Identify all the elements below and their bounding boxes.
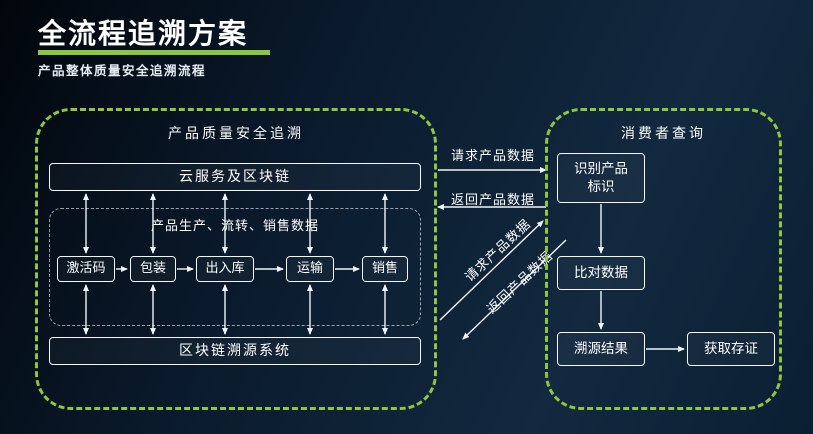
step-warehouse: 出入库 <box>196 256 254 282</box>
production-data-group: 产品生产、流转、销售数据 激活码 包装 出入库 运输 销售 <box>49 208 421 326</box>
cloud-blockchain-box: 云服务及区块链 <box>49 163 421 191</box>
page-title: 全流程追溯方案 <box>38 17 249 50</box>
get-evidence-box: 获取存证 <box>687 332 775 366</box>
step-transport: 运输 <box>286 256 334 282</box>
page-subtitle: 产品整体质量安全追溯流程 <box>38 63 207 78</box>
compare-data-box: 比对数据 <box>557 256 645 290</box>
step-packaging: 包装 <box>130 256 176 282</box>
trace-result-box: 溯源结果 <box>557 332 645 366</box>
left-panel-title: 产品质量安全追溯 <box>168 126 304 142</box>
step-sales: 销售 <box>362 256 408 282</box>
step-activation-code: 激活码 <box>57 256 115 282</box>
identify-product-box: 识别产品标识 <box>557 153 645 203</box>
return-data-label-top: 返回产品数据 <box>450 193 535 208</box>
request-data-label-top: 请求产品数据 <box>450 149 535 164</box>
product-traceability-panel: 产品质量安全追溯 云服务及区块链 产品生产、流转、销售数据 激活码 包装 出入库… <box>35 108 437 410</box>
right-panel-title: 消费者查询 <box>621 126 706 142</box>
consumer-query-panel: 消费者查询 识别产品标识 比对数据 溯源结果 获取存证 <box>545 108 782 410</box>
production-data-title: 产品生产、流转、销售数据 <box>150 219 319 234</box>
blockchain-trace-system-box: 区块链溯源系统 <box>49 337 421 365</box>
title-underline <box>38 50 270 55</box>
